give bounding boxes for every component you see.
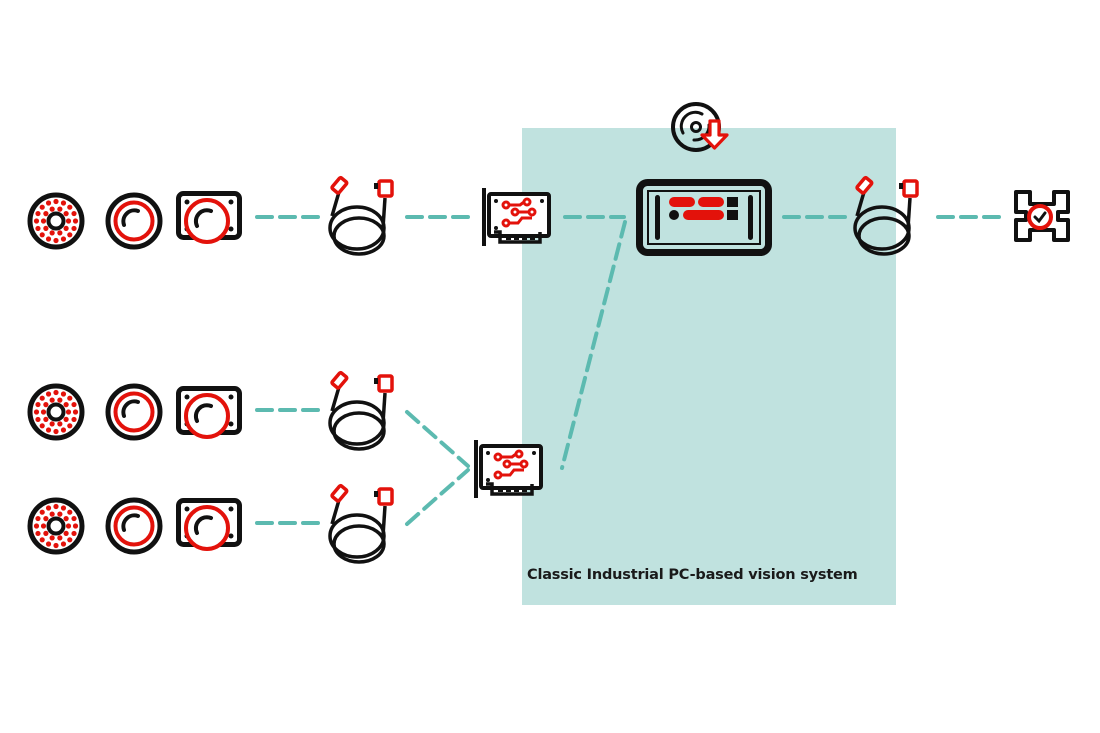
- output-check-icon: [1014, 190, 1070, 242]
- lens-icon: [108, 386, 160, 438]
- pc-system-label: Classic Industrial PC-based vision syste…: [527, 567, 858, 583]
- connector-line: [405, 468, 470, 526]
- frame-grabber-card-icon: [482, 186, 551, 248]
- connector-line: [560, 220, 627, 470]
- frame-grabber-card-icon: [474, 438, 543, 500]
- cable-icon: [328, 175, 394, 256]
- camera-icon: [179, 194, 240, 243]
- ring-light-icon: [30, 386, 82, 438]
- pc-system-panel: [522, 128, 896, 605]
- camera-icon: [179, 501, 240, 550]
- lens-icon: [108, 500, 160, 552]
- lens-icon: [108, 195, 160, 247]
- camera-icon: [179, 389, 240, 438]
- cable-icon: [328, 483, 394, 564]
- ring-light-icon: [30, 500, 82, 552]
- cable-icon: [328, 370, 394, 451]
- ring-light-icon: [30, 195, 82, 247]
- connection-lines: [255, 215, 1002, 526]
- connector-line: [405, 410, 470, 468]
